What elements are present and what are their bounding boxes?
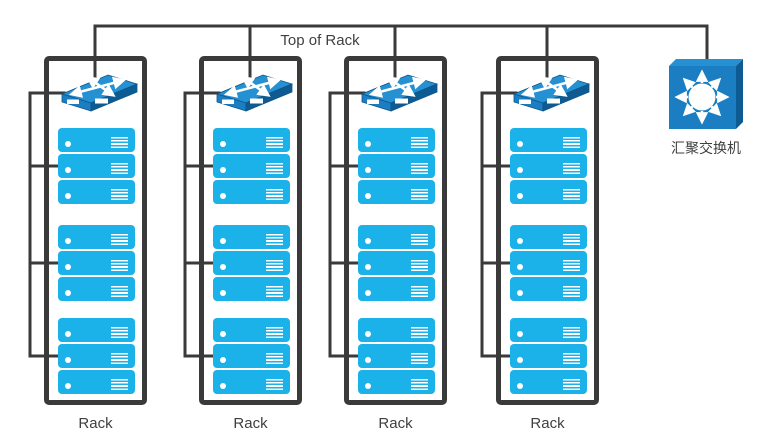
aggregation-switch-icon bbox=[666, 56, 744, 131]
server-node bbox=[213, 318, 290, 342]
server-node bbox=[510, 180, 587, 204]
tor-switch-icon bbox=[55, 71, 139, 111]
server-node bbox=[213, 344, 290, 368]
server-node bbox=[510, 318, 587, 342]
rack-2-label: Rack bbox=[233, 415, 268, 432]
rack-3-frame bbox=[344, 56, 447, 405]
server-node bbox=[58, 277, 135, 301]
server-node bbox=[58, 154, 135, 178]
server-node bbox=[510, 344, 587, 368]
server-node bbox=[358, 128, 435, 152]
server-node bbox=[510, 277, 587, 301]
tor-switch-icon bbox=[507, 71, 591, 111]
rack-4-frame bbox=[496, 56, 599, 405]
rack-1-label: Rack bbox=[78, 415, 113, 432]
tor-switch-icon bbox=[210, 71, 294, 111]
rack-4-label: Rack bbox=[530, 415, 565, 432]
server-node bbox=[358, 344, 435, 368]
server-node bbox=[58, 318, 135, 342]
rack-3-label: Rack bbox=[378, 415, 413, 432]
server-node bbox=[213, 251, 290, 275]
server-node bbox=[58, 180, 135, 204]
aggregation-switch-label: 汇聚交换机 bbox=[671, 140, 741, 156]
server-node bbox=[213, 180, 290, 204]
server-node bbox=[58, 370, 135, 394]
server-node bbox=[213, 128, 290, 152]
server-node bbox=[213, 225, 290, 249]
top-of-rack-label: Top of Rack bbox=[280, 32, 360, 49]
server-node bbox=[358, 251, 435, 275]
server-node bbox=[358, 318, 435, 342]
server-node bbox=[358, 180, 435, 204]
server-node bbox=[358, 225, 435, 249]
server-node bbox=[58, 225, 135, 249]
server-node bbox=[510, 225, 587, 249]
rack-1-frame bbox=[44, 56, 147, 405]
tor-switch-icon bbox=[355, 71, 439, 111]
server-node bbox=[58, 344, 135, 368]
server-node bbox=[213, 277, 290, 301]
server-node bbox=[58, 251, 135, 275]
server-node bbox=[358, 277, 435, 301]
server-node bbox=[510, 128, 587, 152]
server-node bbox=[510, 251, 587, 275]
rack-2-frame bbox=[199, 56, 302, 405]
server-node bbox=[358, 370, 435, 394]
server-node bbox=[213, 370, 290, 394]
server-node bbox=[58, 128, 135, 152]
server-node bbox=[510, 370, 587, 394]
server-node bbox=[510, 154, 587, 178]
server-node bbox=[358, 154, 435, 178]
server-node bbox=[213, 154, 290, 178]
